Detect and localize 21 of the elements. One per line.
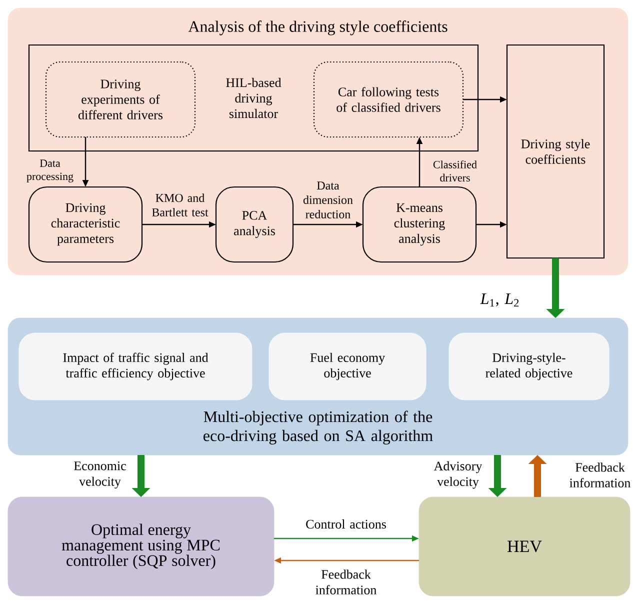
- process-box: Driving experiments of different drivers: [45, 61, 196, 138]
- edge-label: Data dimension reduction: [303, 182, 353, 218]
- edge-label: L$_{1}$, L$_{2}$: [480, 293, 519, 307]
- objective-box: Impact of traffic signal and traffic efficiency objective: [18, 332, 252, 400]
- edge-label: Data processing: [26, 160, 74, 182]
- edge-label: KMO and Bartlett test: [152, 194, 208, 216]
- edge-label: Feedback information: [570, 462, 630, 488]
- process-box: HEV: [418, 496, 630, 596]
- process-box: Optimal energy management using MPC controller (SQP solver): [8, 496, 274, 596]
- process-box: Driving style coefficients: [506, 44, 605, 259]
- process-box: Car following tests of classified drivers: [313, 61, 464, 138]
- edge-label: Advisory velocity: [434, 461, 482, 489]
- process-box: PCA analysis: [215, 186, 294, 263]
- objective-box: Fuel economy objective: [268, 332, 426, 400]
- edge-label: Feedback information: [316, 570, 376, 594]
- edge-label: Control actions: [306, 519, 386, 529]
- edge-label: Economic velocity: [74, 462, 126, 489]
- edge-label: Classified drivers: [433, 160, 477, 182]
- objective-box: Driving-style-related objective: [448, 332, 610, 400]
- process-box: Driving characteristic parameters: [28, 186, 143, 263]
- process-box: K-means clustering analysis: [362, 186, 477, 263]
